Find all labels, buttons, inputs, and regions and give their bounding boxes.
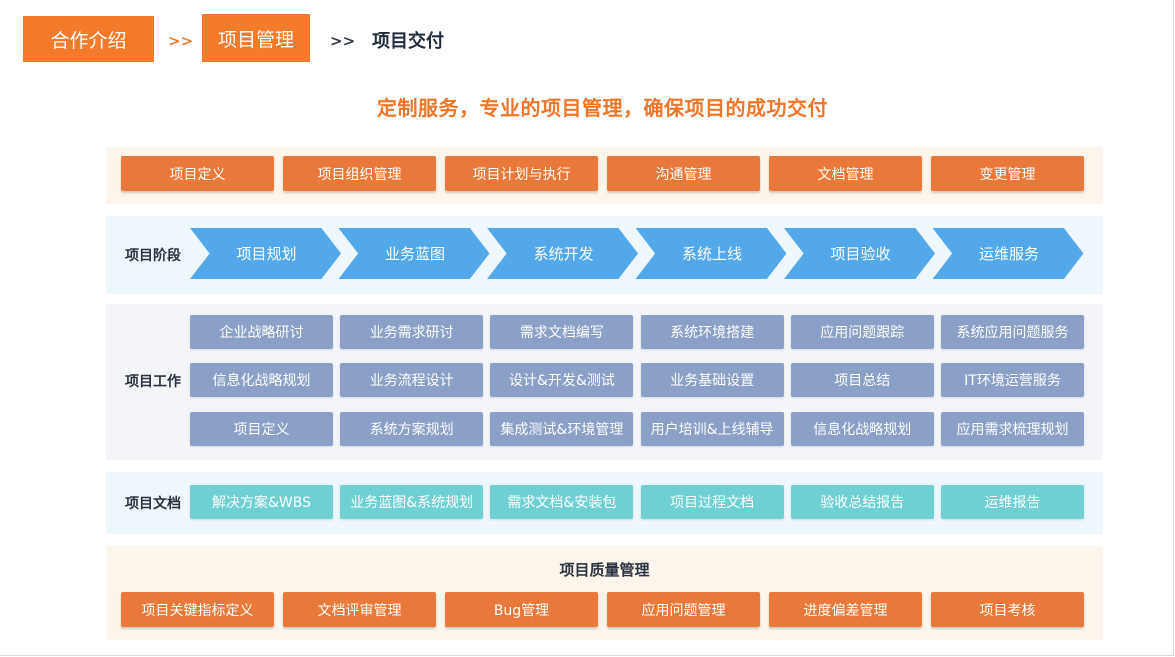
work-item-box: 集成测试&环境管理: [490, 412, 634, 446]
stage-chevron: 业务蓝图: [338, 228, 490, 279]
quality-item-box: Bug管理: [445, 592, 598, 627]
quality-item-box: 项目关键指标定义: [121, 592, 274, 627]
document-box: 业务蓝图&系统规划: [340, 485, 484, 519]
management-area-box: 项目定义: [121, 156, 274, 191]
page-headline: 定制服务，专业的项目管理，确保项目的成功交付: [377, 96, 828, 120]
stages-label: 项目阶段: [125, 248, 181, 264]
work-item-box: 需求文档编写: [490, 315, 634, 349]
document-box: 运维报告: [941, 485, 1084, 519]
breadcrumb-separator: >>: [330, 32, 356, 50]
quality-title: 项目质量管理: [559, 561, 650, 579]
work-item-box: 应用问题跟踪: [790, 315, 934, 349]
work-item-box: 业务流程设计: [340, 363, 484, 397]
stage-chevron: 项目验收: [784, 228, 935, 279]
work-item-box: 信息化战略规划: [790, 412, 934, 446]
document-box: 需求文档&安装包: [490, 485, 634, 519]
document-box: 验收总结报告: [790, 485, 934, 519]
work-label: 项目工作: [125, 374, 181, 390]
quality-item-box: 应用问题管理: [607, 592, 760, 627]
work-item-box: 系统环境搭建: [640, 315, 784, 349]
management-area-box: 项目计划与执行: [445, 156, 598, 191]
breadcrumb-partner-intro[interactable]: 合作介绍: [23, 16, 154, 62]
work-item-box: 企业战略研讨: [190, 315, 333, 349]
docs-label: 项目文档: [125, 496, 181, 512]
breadcrumb-current: 项目交付: [372, 31, 444, 52]
document-box: 项目过程文档: [640, 485, 784, 519]
work-item-box: 业务基础设置: [640, 363, 784, 397]
management-area-box: 文档管理: [769, 156, 922, 191]
work-item-box: 系统方案规划: [340, 412, 484, 446]
work-item-box: 应用需求梳理规划: [941, 412, 1084, 446]
work-item-box: 项目定义: [190, 412, 333, 446]
quality-item-box: 项目考核: [931, 592, 1084, 627]
breadcrumb-project-management[interactable]: 项目管理: [202, 14, 310, 62]
management-area-box: 沟通管理: [607, 156, 760, 191]
quality-item-box: 文档评审管理: [283, 592, 436, 627]
work-item-box: 信息化战略规划: [190, 363, 333, 397]
work-item-box: 用户培训&上线辅导: [640, 412, 784, 446]
quality-item-box: 进度偏差管理: [769, 592, 922, 627]
stage-chevron: 项目规划: [190, 228, 341, 279]
management-area-box: 变更管理: [931, 156, 1084, 191]
stage-chevron: 系统开发: [487, 228, 638, 279]
work-item-box: 项目总结: [790, 363, 934, 397]
stage-chevron: 系统上线: [635, 228, 787, 279]
breadcrumb-separator: >>: [168, 32, 194, 50]
work-item-box: IT环境运营服务: [941, 363, 1084, 397]
work-item-box: 业务需求研讨: [340, 315, 484, 349]
stage-chevron: 运维服务: [932, 228, 1084, 279]
work-item-box: 系统应用问题服务: [941, 315, 1084, 349]
document-box: 解决方案&WBS: [190, 485, 333, 519]
management-area-box: 项目组织管理: [283, 156, 436, 191]
work-item-box: 设计&开发&测试: [490, 363, 634, 397]
